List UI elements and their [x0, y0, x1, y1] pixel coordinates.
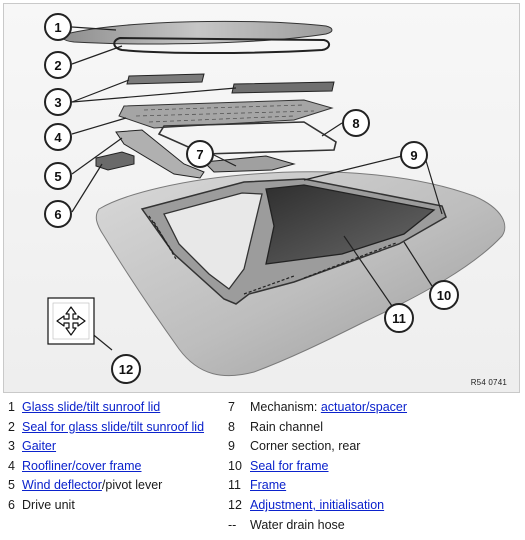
- diagram-drawing: 1 2 3 4 5 6 7 8 9 10 11 12: [44, 13, 506, 384]
- drive-unit: [95, 151, 135, 171]
- legend-link[interactable]: Adjustment, initialisation: [250, 497, 385, 512]
- legend-item: 7 Mechanism: actuator/spacer: [228, 398, 518, 418]
- lid-seal: [113, 36, 330, 54]
- svg-text:2: 2: [54, 58, 61, 73]
- svg-text:11: 11: [392, 311, 406, 326]
- adjustment-icon[interactable]: [47, 297, 95, 345]
- legend-link[interactable]: Wind deflector: [22, 478, 102, 493]
- callout-3: 3: [44, 88, 72, 116]
- legend-column-right: 7 Mechanism: actuator/spacer 8 Rain channe…: [228, 398, 518, 535]
- legend-text: /pivot lever: [101, 478, 163, 493]
- legend-number: 1: [8, 400, 15, 414]
- legend-text: Corner section, rear: [250, 439, 361, 454]
- svg-text:12: 12: [119, 362, 133, 377]
- svg-text:3: 3: [54, 95, 61, 110]
- svg-text:6: 6: [54, 207, 61, 222]
- callout-9: 9: [400, 141, 428, 169]
- mechanism-rail: [202, 155, 296, 173]
- legend-link[interactable]: actuator/spacer: [320, 400, 408, 414]
- legend-link[interactable]: Seal for glass slide/tilt sunroof lid: [22, 419, 205, 434]
- legend-item: 12 Adjustment, initialisation: [228, 496, 518, 516]
- callout-11: 11: [384, 303, 414, 333]
- legend-link[interactable]: Roofliner/cover frame: [22, 458, 142, 473]
- legend-item: 1 Glass slide/tilt sunroof lid: [8, 398, 218, 418]
- legend-item: 10 Seal for frame: [228, 457, 518, 477]
- callout-6: 6: [44, 200, 72, 228]
- legend-number: 7: [228, 400, 235, 414]
- callout-4: 4: [44, 123, 72, 151]
- legend-number: --: [228, 517, 237, 532]
- legend-item: 8 Rain channel: [228, 418, 518, 438]
- legend-number: 10: [228, 458, 242, 473]
- svg-text:10: 10: [437, 288, 451, 303]
- legend-link[interactable]: Frame: [250, 478, 287, 493]
- legend-number: 8: [228, 419, 235, 434]
- callout-8: 8: [342, 109, 370, 137]
- legend-item: 3 Gaiter: [8, 437, 218, 457]
- legend-item: 2 Seal for glass slide/tilt sunroof lid: [8, 418, 218, 438]
- svg-text:5: 5: [54, 169, 61, 184]
- roofliner-pattern: [135, 104, 315, 123]
- legend-link[interactable]: Seal for frame: [250, 458, 329, 473]
- legend-number: 11: [228, 478, 241, 493]
- legend-text: Rain channel: [250, 419, 323, 434]
- legend-item: -- Water drain hose: [228, 516, 518, 536]
- legend-item: 4 Roofliner/cover frame: [8, 457, 218, 477]
- legend-item: 11 Frame: [228, 476, 518, 496]
- legend-item: 6 Drive unit: [8, 496, 218, 516]
- legend-number: 6: [8, 497, 15, 512]
- frame-glass-rear: [265, 184, 436, 265]
- leader-lines: [71, 26, 443, 351]
- svg-text:9: 9: [410, 148, 417, 163]
- legend-link[interactable]: Gaiter: [22, 439, 57, 454]
- legend-item: 9 Corner section, rear: [228, 437, 518, 457]
- callout-5: 5: [44, 162, 72, 190]
- callout-2: 2: [44, 51, 72, 79]
- callout-7: 7: [186, 140, 214, 168]
- legend-text: Water drain hose: [250, 517, 345, 532]
- legend-number: 4: [8, 458, 15, 473]
- svg-text:7: 7: [196, 147, 203, 162]
- legend-number: 3: [8, 439, 15, 454]
- figure-code: R54 0741: [470, 378, 507, 387]
- gaiter-1: [126, 73, 205, 85]
- frame-opening-front: [163, 192, 263, 290]
- legend-item: 5 Wind deflector/pivot lever: [8, 476, 218, 496]
- rain-channel: [157, 121, 337, 155]
- callout-10: 10: [429, 280, 459, 310]
- gaiter-2: [231, 81, 335, 94]
- legend-number: 5: [8, 478, 15, 493]
- callout-1: 1: [44, 13, 72, 41]
- svg-text:1: 1: [54, 20, 61, 35]
- legend-link[interactable]: Glass slide/tilt sunroof lid: [22, 400, 161, 414]
- legend-text: Mechanism:: [250, 400, 321, 414]
- wind-deflector: [115, 129, 205, 179]
- callout-12: 12: [111, 354, 141, 384]
- legend-number: 12: [228, 497, 242, 512]
- sunroof-exploded-diagram: 1 2 3 4 5 6 7 8 9 10 11 12 R54 0741: [3, 3, 520, 393]
- legend-number: 2: [8, 419, 15, 434]
- legend-number: 9: [228, 439, 235, 454]
- svg-text:8: 8: [352, 116, 359, 131]
- svg-text:4: 4: [54, 130, 62, 145]
- legend-text: Drive unit: [22, 497, 75, 512]
- frame-detail-lines: [148, 215, 397, 295]
- legend-column-left: 1 Glass slide/tilt sunroof lid 2 Seal for …: [8, 398, 218, 516]
